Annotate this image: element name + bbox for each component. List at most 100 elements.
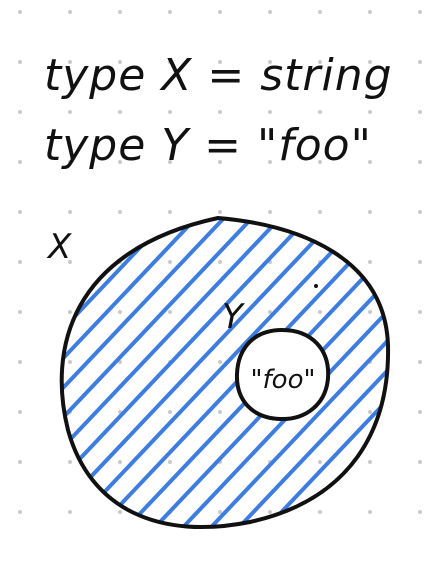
grid-dot [18, 360, 22, 364]
grid-dot [418, 310, 422, 314]
hatch-stroke [61, 218, 318, 528]
grid-dot [68, 110, 72, 114]
grid-dot [218, 10, 222, 14]
grid-dot [218, 160, 222, 164]
grid-dot [118, 110, 122, 114]
hatch-stroke [61, 218, 234, 528]
grid-dot [118, 10, 122, 14]
grid-dot [168, 160, 172, 164]
grid-dot [18, 310, 22, 314]
grid-dot [318, 160, 322, 164]
grid-dot [68, 10, 72, 14]
grid-dot [268, 310, 272, 314]
grid-dot [18, 460, 22, 464]
grid-dot [18, 10, 22, 14]
hatch-stroke [61, 218, 262, 528]
grid-dot [268, 10, 272, 14]
grid-dot [418, 210, 422, 214]
outer-set-boundary [59, 215, 391, 530]
grid-dot [418, 10, 422, 14]
grid-dot [368, 60, 372, 64]
grid-dot [68, 310, 72, 314]
grid-dot [118, 310, 122, 314]
grid-dot [118, 60, 122, 64]
grid-dot [368, 210, 372, 214]
grid-dot [68, 260, 72, 264]
grid-dot [318, 460, 322, 464]
grid-dot [218, 210, 222, 214]
grid-dot [68, 510, 72, 514]
grid-dot [368, 110, 372, 114]
grid-dot [168, 260, 172, 264]
grid-dot [168, 460, 172, 464]
inner-set-label: "foo" [251, 365, 316, 395]
grid-dot [268, 210, 272, 214]
hatch-stroke [374, 218, 389, 528]
middle-set-label: Y [222, 297, 245, 337]
grid-dot [268, 110, 272, 114]
grid-dot [418, 510, 422, 514]
grid-dot [68, 160, 72, 164]
hatch-stroke [404, 180, 436, 560]
grid-dot [368, 510, 372, 514]
grid-dot [118, 160, 122, 164]
grid-dot [418, 110, 422, 114]
grid-dot [318, 60, 322, 64]
hatch-stroke [61, 218, 389, 528]
grid-dot [68, 210, 72, 214]
grid-dot [368, 260, 372, 264]
inner-set-boundary [234, 327, 331, 422]
grid-dot [68, 360, 72, 364]
grid-dot [168, 310, 172, 314]
grid-dot [368, 160, 372, 164]
grid-dot [318, 510, 322, 514]
grid-dot [68, 460, 72, 464]
grid-dot [268, 510, 272, 514]
stray-ink-dot [314, 284, 318, 288]
grid-dot [168, 210, 172, 214]
grid-dot [218, 60, 222, 64]
grid-dot [318, 310, 322, 314]
grid-dot [418, 360, 422, 364]
grid-dot [268, 160, 272, 164]
outer-set-label: X [46, 227, 72, 267]
grid-dot [268, 60, 272, 64]
grid-dot [218, 260, 222, 264]
grid-dot [18, 510, 22, 514]
grid-dot [118, 460, 122, 464]
grid-dot [18, 60, 22, 64]
grid-dot [418, 60, 422, 64]
note-line-type-y: type Y = "foo" [44, 120, 372, 171]
hatch-stroke [150, 218, 389, 528]
hatch-stroke [206, 218, 389, 528]
grid-dot [18, 260, 22, 264]
grid-dot [118, 210, 122, 214]
grid-dot [318, 210, 322, 214]
hatch-stroke [61, 218, 206, 528]
grid-dot [318, 110, 322, 114]
note-line-type-x: type X = string [44, 50, 393, 101]
grid-dot [418, 410, 422, 414]
grid-dot [18, 210, 22, 214]
hatch-stroke [432, 180, 436, 560]
grid-dot [218, 360, 222, 364]
grid-dot [418, 160, 422, 164]
grid-dot [118, 510, 122, 514]
grid-dot [168, 10, 172, 14]
grid-dot [168, 60, 172, 64]
grid-dot [218, 410, 222, 414]
grid-dot [18, 410, 22, 414]
hatch-stroke [318, 218, 389, 528]
grid-dot [368, 410, 372, 414]
grid-dot [218, 510, 222, 514]
grid-dot [68, 60, 72, 64]
grid-dot [18, 110, 22, 114]
grid-dot [218, 110, 222, 114]
grid-dot [168, 410, 172, 414]
hatch-stroke [61, 218, 150, 528]
hatch-stroke [61, 218, 290, 528]
grid-dot [368, 10, 372, 14]
grid-dot [18, 160, 22, 164]
grid-dot [418, 260, 422, 264]
